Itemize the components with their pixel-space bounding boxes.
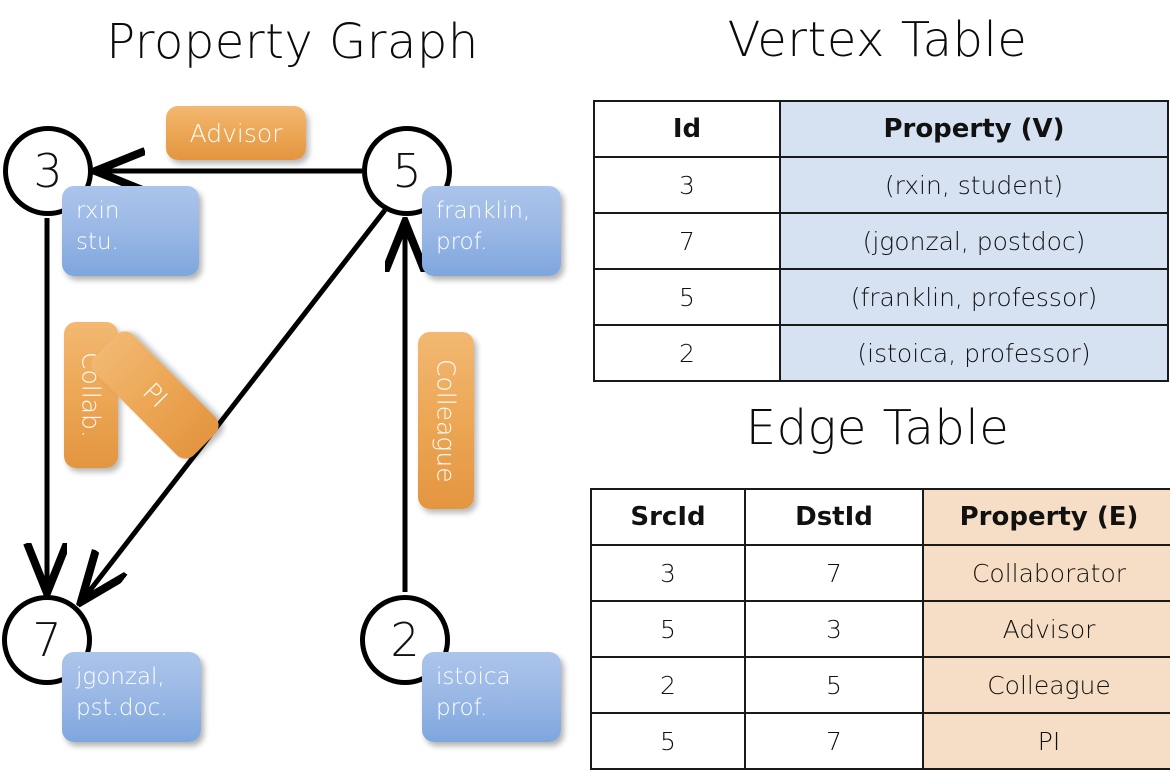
vertex-table-header-property: Property (V) (779, 100, 1169, 158)
edge-cell-srcid: 2 (590, 656, 746, 714)
edge-table-header-row: SrcId DstId Property (E) (590, 488, 1170, 546)
edge-table: SrcId DstId Property (E) 3 7 Collaborato… (590, 488, 1170, 770)
graph-node-3-label: 3 (33, 144, 63, 198)
edge-cell-srcid: 5 (590, 600, 746, 658)
graph-edge-arrows (0, 0, 585, 760)
table-row[interactable]: 3 (rxin, student) (593, 156, 1169, 214)
vertex-property-box-5[interactable]: franklin, prof. (422, 186, 561, 276)
vertex-table-header-id: Id (593, 100, 781, 158)
page-title-property-graph: Property Graph (106, 14, 479, 70)
page-title-vertex-table: Vertex Table (727, 12, 1028, 68)
vertex-cell-property: (rxin, student) (779, 156, 1169, 214)
edge-cell-dstid: 5 (744, 656, 924, 714)
edge-cell-dstid: 7 (744, 544, 924, 602)
edge-cell-property: PI (922, 712, 1170, 770)
vertex-cell-id: 7 (593, 212, 781, 270)
edge-table-header-dstid: DstId (744, 488, 924, 546)
edge-cell-srcid: 5 (590, 712, 746, 770)
vertex-property-box-7-line2: pst.doc. (76, 695, 168, 722)
edge-label-collab[interactable]: Collab. (64, 322, 118, 468)
property-graph-diagram: 3 5 7 2 rxin stu. franklin, prof. jgonza… (0, 0, 585, 760)
vertex-cell-property: (istoica, professor) (779, 324, 1169, 382)
edge-label-colleague[interactable]: Colleague (418, 332, 474, 509)
vertex-property-box-5-line1: franklin, (436, 198, 531, 224)
edge-label-advisor[interactable]: Advisor (166, 106, 306, 160)
page-title-edge-table: Edge Table (745, 400, 1010, 456)
vertex-property-box-2-line2: prof. (436, 695, 488, 722)
vertex-property-box-7-line1: jgonzal, (76, 664, 165, 690)
table-row[interactable]: 2 (istoica, professor) (593, 324, 1169, 382)
edge-table-header-srcid: SrcId (590, 488, 746, 546)
graph-node-2[interactable]: 2 (360, 595, 450, 685)
table-row[interactable]: 5 7 PI (590, 712, 1170, 770)
table-row[interactable]: 2 5 Colleague (590, 656, 1170, 714)
vertex-cell-property: (franklin, professor) (779, 268, 1169, 326)
vertex-table: Id Property (V) 3 (rxin, student) 7 (jgo… (593, 100, 1169, 382)
vertex-cell-id: 2 (593, 324, 781, 382)
edge-cell-property: Advisor (922, 600, 1170, 658)
vertex-cell-id: 5 (593, 268, 781, 326)
graph-node-7-label: 7 (32, 613, 62, 667)
table-row[interactable]: 7 (jgonzal, postdoc) (593, 212, 1169, 270)
table-row[interactable]: 5 (franklin, professor) (593, 268, 1169, 326)
vertex-property-box-3[interactable]: rxin stu. (62, 186, 199, 276)
edge-cell-property: Colleague (922, 656, 1170, 714)
graph-node-5[interactable]: 5 (362, 126, 452, 216)
edge-arrow-5-to-7 (84, 208, 387, 598)
edge-label-colleague-text: Colleague (431, 358, 461, 483)
table-row[interactable]: 5 3 Advisor (590, 600, 1170, 658)
vertex-table-header-row: Id Property (V) (593, 100, 1169, 158)
edge-label-pi-text: PI (136, 376, 174, 414)
edge-cell-srcid: 3 (590, 544, 746, 602)
vertex-property-box-3-line1: rxin (76, 198, 120, 224)
edge-label-advisor-text: Advisor (189, 118, 283, 148)
edge-cell-dstid: 7 (744, 712, 924, 770)
vertex-property-box-2-line1: istoica (436, 664, 511, 690)
graph-node-2-label: 2 (390, 613, 420, 667)
graph-node-5-label: 5 (392, 144, 422, 198)
vertex-cell-property: (jgonzal, postdoc) (779, 212, 1169, 270)
table-row[interactable]: 3 7 Collaborator (590, 544, 1170, 602)
vertex-cell-id: 3 (593, 156, 781, 214)
edge-cell-dstid: 3 (744, 600, 924, 658)
edge-cell-property: Collaborator (922, 544, 1170, 602)
vertex-property-box-3-line2: stu. (76, 229, 119, 256)
vertex-property-box-2[interactable]: istoica prof. (422, 652, 561, 742)
vertex-property-box-7[interactable]: jgonzal, pst.doc. (62, 652, 201, 742)
vertex-property-box-5-line2: prof. (436, 229, 488, 256)
edge-table-header-property: Property (E) (922, 488, 1170, 546)
